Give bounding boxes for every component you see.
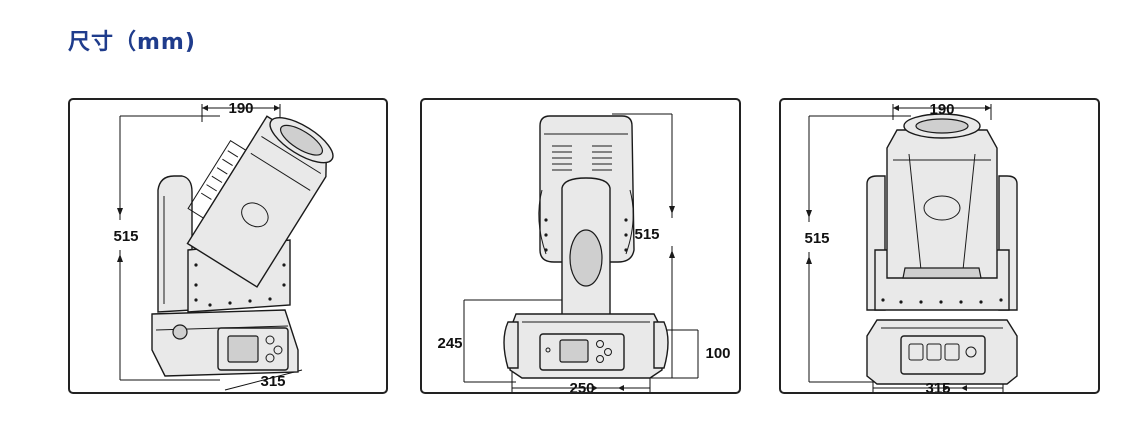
dim-height-label: 515 xyxy=(634,226,659,243)
dim-base-height-label: 245 xyxy=(437,335,462,352)
dimension-lines xyxy=(117,104,303,391)
page-title: 尺寸（mm) xyxy=(68,30,196,55)
front-view-panel: 515 245 100 250 xyxy=(420,98,741,394)
dim-top-label: 190 xyxy=(228,100,253,117)
dim-height-label: 515 xyxy=(804,230,829,247)
dim-top-label: 190 xyxy=(929,101,954,118)
dimension-lines xyxy=(806,104,1004,392)
dimension-lines xyxy=(463,113,699,392)
back-view-panel: 190 515 315 xyxy=(779,98,1100,394)
front-view-drawing: 515 245 100 250 xyxy=(437,113,731,394)
dim-height-label: 515 xyxy=(113,228,138,245)
side-view-drawing: 190 515 315 xyxy=(113,100,334,391)
dim-bottom-label: 315 xyxy=(260,373,285,390)
dim-bottom-label: 315 xyxy=(925,380,950,394)
dim-base-depth-label: 100 xyxy=(705,345,730,362)
back-view-drawing: 190 515 315 xyxy=(804,101,1018,394)
side-view-panel: 190 515 315 xyxy=(68,98,388,394)
dim-bottom-label: 250 xyxy=(569,380,594,394)
